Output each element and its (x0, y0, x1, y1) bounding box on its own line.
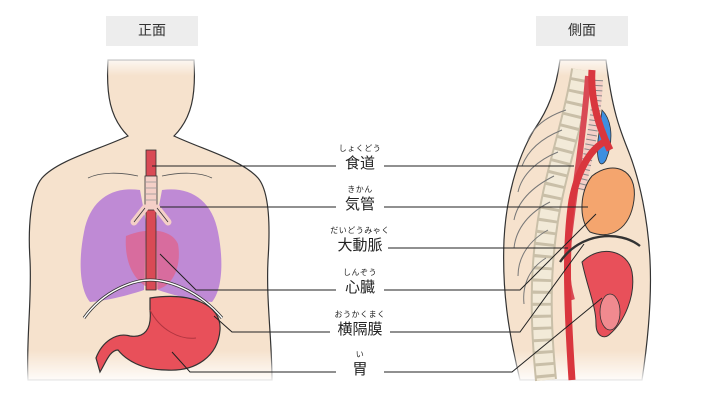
label-trachea: きかん 気管 (300, 185, 420, 213)
side-diaphragm (559, 234, 641, 263)
front-view-tag: 正面 (106, 16, 198, 46)
front-stomach (95, 295, 221, 374)
label-heart-name: 心臓 (344, 278, 375, 296)
label-stomach-name: 胃 (352, 360, 368, 378)
label-stomach-reading: い (355, 350, 365, 359)
leader-heart-side (384, 213, 597, 291)
leader-stomach-side (384, 297, 603, 373)
label-diaphragm: おうかくまく 横隔膜 (300, 310, 420, 338)
label-trachea-reading: きかん (347, 185, 373, 194)
ribs (513, 109, 567, 305)
side-view-tag: 側面 (536, 16, 628, 46)
label-esophagus: しょくどう 食道 (300, 144, 420, 172)
leader-stomach-front (171, 351, 336, 373)
label-aorta-name: 大動脈 (337, 236, 383, 254)
side-view (500, 54, 660, 384)
leader-lines (152, 165, 603, 373)
side-trachea (575, 79, 603, 192)
label-stomach: い 胃 (300, 350, 420, 378)
side-heart (581, 167, 635, 236)
label-diaphragm-name: 横隔膜 (337, 320, 383, 338)
label-heart: しんぞう 心臓 (300, 268, 420, 296)
label-aorta: だいどうみゃく 大動脈 (300, 226, 420, 254)
label-aorta-reading: だいどうみゃく (330, 226, 390, 235)
front-esophagus (145, 149, 157, 291)
label-esophagus-name: 食道 (344, 154, 375, 172)
left-lung (80, 189, 146, 302)
leader-diaphragm-side (390, 243, 585, 333)
label-diaphragm-reading: おうかくまく (334, 310, 386, 319)
front-view (20, 54, 280, 384)
front-trachea (130, 175, 172, 226)
label-esophagus-reading: しょくどう (338, 144, 382, 153)
label-heart-reading: しんぞう (343, 268, 377, 277)
side-aorta (564, 69, 614, 381)
spine (530, 68, 593, 382)
leader-heart-front (159, 253, 336, 291)
label-trachea-name: 気管 (344, 195, 375, 213)
leader-diaphragm-front (213, 315, 330, 333)
